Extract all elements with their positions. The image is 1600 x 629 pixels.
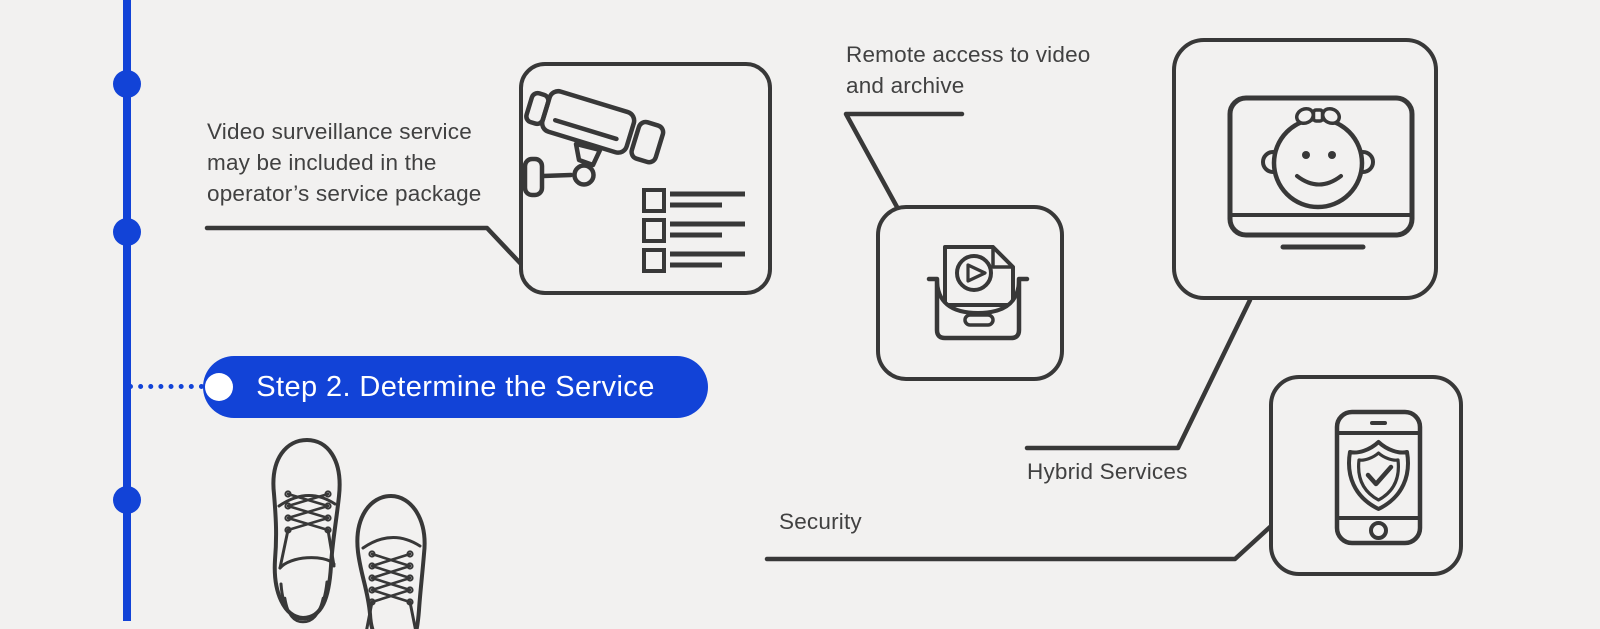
step-banner: Step 2. Determine the Service	[203, 356, 708, 418]
security-card	[1269, 375, 1463, 576]
timeline-dot-1	[113, 70, 141, 98]
baby-monitor-card	[1172, 38, 1438, 300]
right-sneaker	[355, 494, 427, 629]
timeline-dotted-connector	[128, 384, 204, 389]
hybrid-connector-line	[1024, 297, 1253, 451]
camera-checklist-card	[519, 62, 772, 295]
shield-phone-icon	[1334, 409, 1423, 546]
baby-monitor-icon	[1227, 95, 1415, 250]
security-label: Security	[779, 509, 862, 534]
remote-access-connector-line	[843, 111, 965, 210]
hybrid-services-label: Hybrid Services	[1027, 459, 1188, 484]
security-connector-line	[764, 524, 1273, 562]
video-archive-icon	[926, 245, 1030, 341]
sneakers-illustration	[271, 438, 427, 629]
cctv-camera-icon	[523, 88, 745, 273]
timeline-dot-2	[113, 218, 141, 246]
timeline-line	[123, 0, 131, 621]
left-sneaker	[271, 438, 342, 624]
checklist-icon	[642, 188, 745, 273]
hair-bow-icon	[1294, 106, 1342, 126]
step-banner-label: Step 2. Determine the Service	[256, 370, 655, 403]
camera-connector-line	[204, 225, 524, 267]
surveillance-note: Video surveillance service may be includ…	[207, 119, 482, 206]
video-archive-card	[876, 205, 1064, 381]
step-marker-dot	[205, 373, 233, 401]
timeline-dot-3	[113, 486, 141, 514]
remote-access-label: Remote access to video and archive	[846, 42, 1091, 98]
